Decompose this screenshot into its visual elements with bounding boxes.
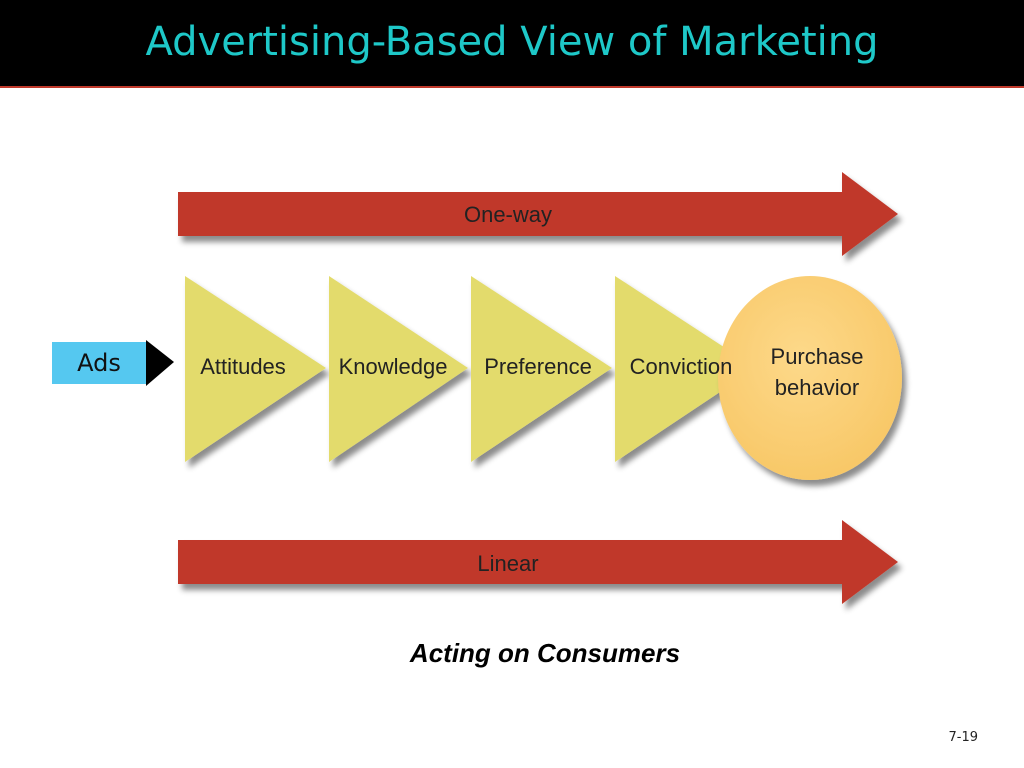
stage-knowledge — [329, 276, 468, 462]
stage-preference — [471, 276, 612, 462]
title-divider — [0, 86, 1024, 88]
outcome-label-line1: Purchase — [771, 344, 864, 369]
ads-pointer — [146, 340, 174, 386]
stage-conviction — [615, 276, 756, 462]
stage-attitudes — [185, 276, 326, 462]
stage-label-knowledge: Knowledge — [339, 354, 448, 379]
page-number: 7-19 — [948, 730, 978, 745]
diagram-caption: Acting on Consumers — [409, 638, 681, 668]
one-way-label: One-way — [464, 202, 552, 227]
ads-box: Ads — [52, 342, 146, 384]
purchase-behavior-circle — [718, 276, 902, 480]
stage-label-conviction: Conviction — [630, 354, 733, 379]
slide-title: Advertising-Based View of Marketing — [145, 19, 879, 65]
linear-label: Linear — [477, 551, 538, 576]
stage-label-attitudes: Attitudes — [200, 354, 286, 379]
outcome-label-line2: behavior — [775, 375, 859, 400]
one-way-arrow — [178, 172, 898, 256]
stage-label-preference: Preference — [484, 354, 592, 379]
linear-arrow — [178, 520, 898, 604]
title-bar — [0, 0, 1024, 86]
